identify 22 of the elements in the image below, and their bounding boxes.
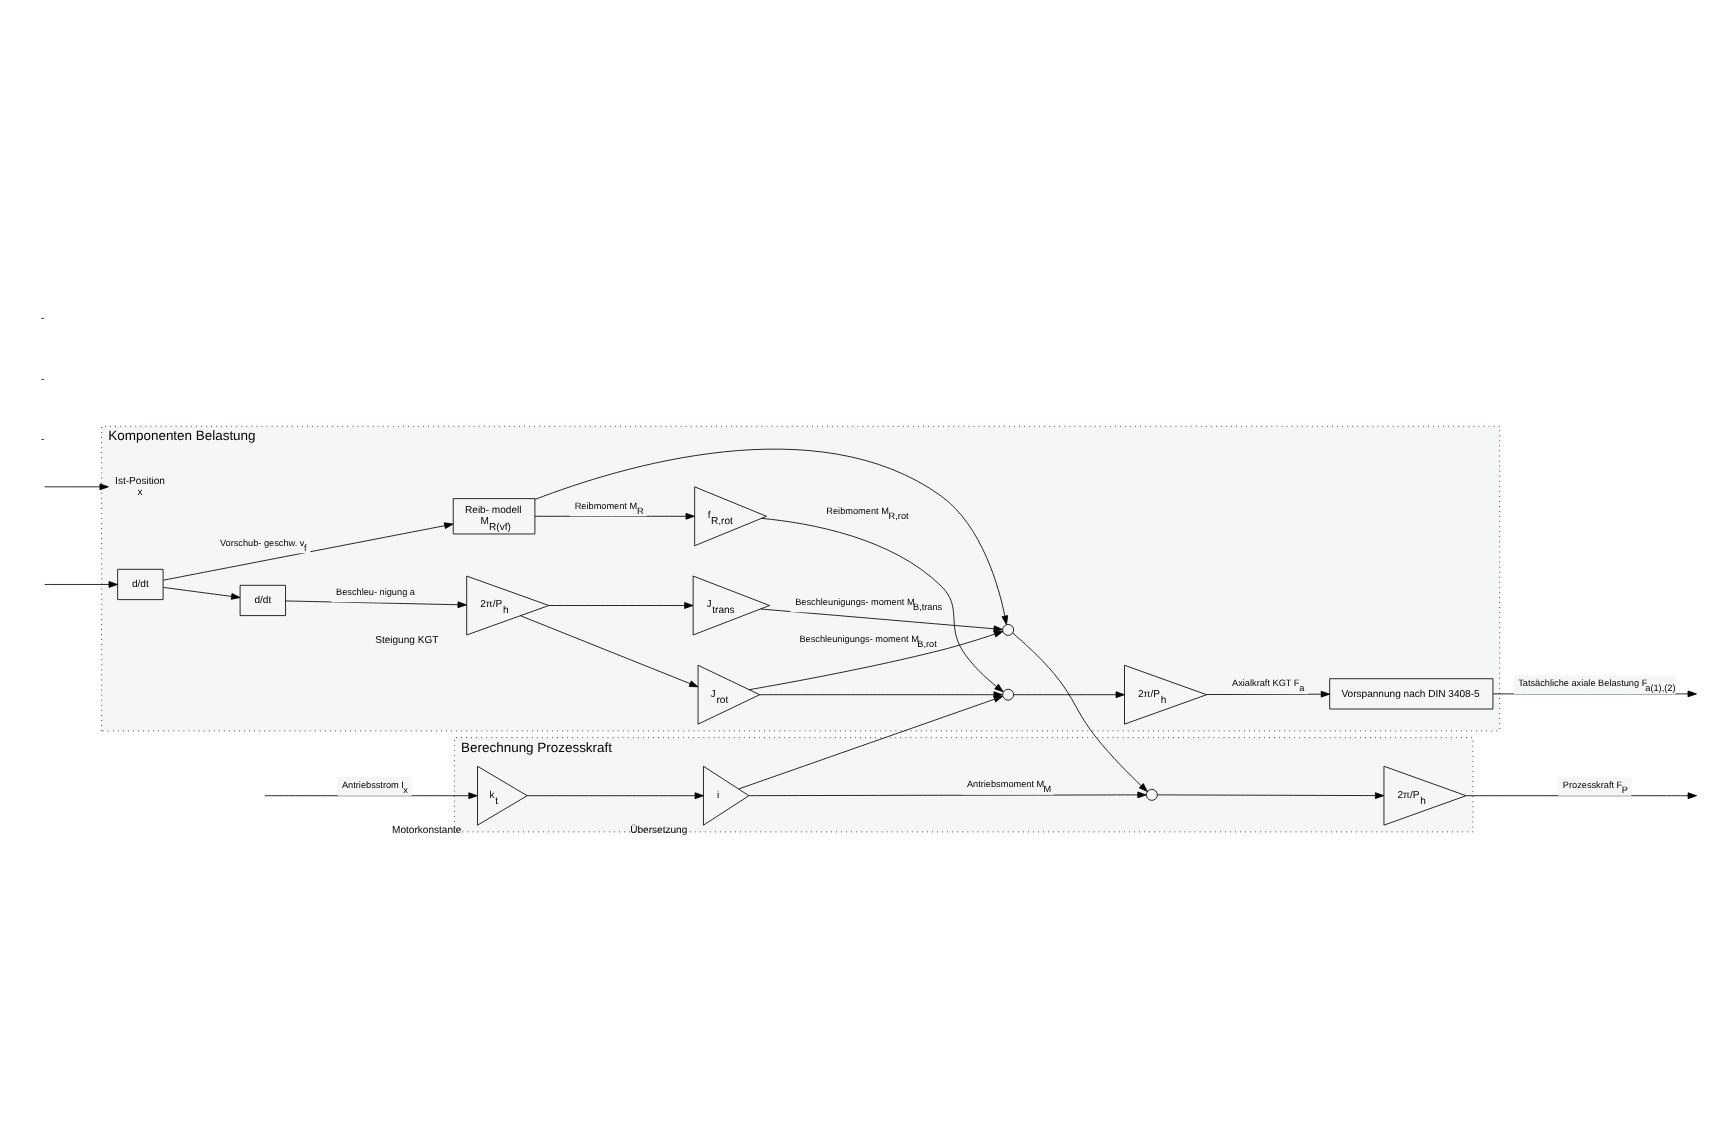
- arrow: [761, 517, 1004, 693]
- arrow: [1013, 691, 1125, 699]
- arrow: [1206, 690, 1331, 698]
- arrow: [1012, 632, 1148, 792]
- arrow: [162, 586, 241, 600]
- arrow: [1157, 792, 1385, 799]
- arrow: [534, 448, 1009, 625]
- arrow: [534, 512, 695, 520]
- node-circle: [1146, 789, 1158, 801]
- arrow: [526, 792, 704, 800]
- arrow: [548, 602, 694, 609]
- arrow: [748, 791, 1147, 799]
- arrow: [520, 615, 699, 688]
- node-circle: [1002, 624, 1015, 636]
- arrow: [759, 691, 1003, 699]
- arrow: [1492, 690, 1697, 698]
- arrow: [285, 600, 467, 609]
- arrow: [44, 483, 109, 491]
- node-circle: [1002, 688, 1015, 701]
- arrow: [162, 522, 454, 581]
- arrow: [760, 608, 1003, 633]
- arrow: [44, 581, 118, 588]
